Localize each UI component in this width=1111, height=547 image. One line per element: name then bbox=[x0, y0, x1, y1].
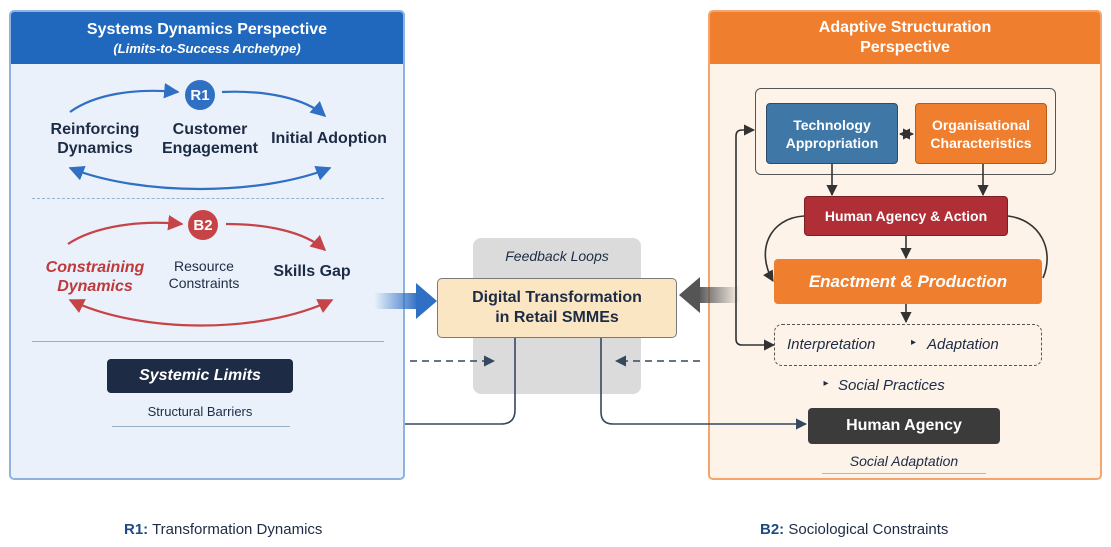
customer-engagement-label: Customer Engagement bbox=[150, 120, 270, 158]
digital-transformation-box: Digital Transformation in Retail SMMEs bbox=[437, 278, 677, 338]
structural-barriers-underline bbox=[112, 426, 290, 427]
social-practices-label: Social Practices bbox=[838, 377, 945, 394]
constraining-label-line-1: Constraining bbox=[45, 259, 145, 276]
left-input-arrow-shaft bbox=[374, 293, 418, 309]
social-adaptation-caption: Social Adaptation bbox=[849, 453, 959, 469]
adaptive-structuration-header bbox=[710, 12, 1100, 64]
b2-footer-legend: B2: Sociological Constraints bbox=[760, 521, 948, 538]
resource-constraints-line-2: Constraints bbox=[168, 275, 240, 291]
technology-appropriation-line-1: Technology bbox=[793, 116, 871, 133]
digital-transformation-line-1: Digital Transformation bbox=[472, 289, 642, 306]
social-practices-bullet-icon: ▸ bbox=[823, 378, 829, 389]
b2-footer-key: B2: bbox=[760, 521, 785, 538]
skills-gap-label: Skills Gap bbox=[273, 263, 351, 280]
systems-dynamics-header bbox=[11, 12, 403, 64]
r1-footer-legend: R1: Transformation Dynamics bbox=[124, 521, 322, 538]
organisational-characteristics-line-2: Characteristics bbox=[930, 134, 1032, 151]
constraining-dynamics-label: Constraining Dynamics bbox=[30, 258, 160, 296]
systems-dynamics-subtitle: (Limits-to-Success Archetype) bbox=[113, 41, 301, 56]
r1-footer-text: Transformation Dynamics bbox=[152, 521, 323, 538]
agency-enactment-left-loop bbox=[763, 215, 805, 282]
customer-engagement-line-2: Engagement bbox=[161, 140, 258, 157]
reinforcing-label-line-1: Reinforcing bbox=[50, 121, 140, 138]
social-adaptation-underline bbox=[822, 473, 986, 474]
right-input-arrow-shaft bbox=[698, 287, 740, 303]
loop-separator bbox=[32, 198, 384, 199]
limits-separator bbox=[32, 341, 384, 342]
adaptation-bullet-icon: ▸ bbox=[911, 337, 917, 348]
b2-arrow-bottom bbox=[68, 299, 334, 327]
initial-adoption-label: Initial Adoption bbox=[271, 130, 387, 147]
resource-constraints-label: Resource Constraints bbox=[148, 258, 260, 292]
human-agency-box: Human Agency bbox=[808, 408, 1000, 444]
technology-appropriation-box: Technology Appropriation bbox=[766, 103, 898, 164]
b2-arrow-top-left bbox=[67, 215, 184, 245]
b2-arrow-top-right bbox=[225, 222, 327, 252]
b2-badge: B2 bbox=[188, 210, 218, 240]
r1-footer-key: R1: bbox=[124, 521, 149, 538]
resource-constraints-line-1: Resource bbox=[174, 258, 234, 274]
right-input-arrow-head bbox=[679, 277, 700, 313]
human-agency-action-box: Human Agency & Action bbox=[804, 196, 1008, 236]
center-to-left-panel-line bbox=[405, 338, 516, 425]
interpretation-label: Interpretation bbox=[787, 336, 876, 353]
r1-arrow-top-right bbox=[221, 90, 327, 118]
interpretation-adaptation-box: Interpretation ▸ Adaptation bbox=[774, 324, 1042, 366]
adaptive-structuration-title: Adaptive Structuration Perspective bbox=[710, 18, 1100, 58]
adaptive-title-line-1: Adaptive Structuration bbox=[818, 19, 992, 36]
structural-barriers-caption: Structural Barriers bbox=[147, 404, 253, 419]
r1-badge: R1 bbox=[185, 80, 215, 110]
reinforcing-dynamics-label: Reinforcing Dynamics bbox=[30, 120, 160, 158]
r1-arrow-top-left bbox=[69, 83, 180, 113]
adaptive-title-line-2: Perspective bbox=[860, 39, 950, 56]
technology-appropriation-line-2: Appropriation bbox=[785, 134, 879, 151]
systemic-limits-label: Systemic Limits bbox=[107, 359, 293, 393]
adaptation-label: Adaptation bbox=[927, 336, 999, 353]
systems-dynamics-title: Systems Dynamics Perspective bbox=[86, 21, 328, 38]
organisational-characteristics-line-1: Organisational bbox=[931, 116, 1030, 133]
enactment-production-box: Enactment & Production bbox=[774, 259, 1042, 304]
interpretation-feedback-loop bbox=[735, 124, 776, 351]
constraining-label-line-2: Dynamics bbox=[57, 278, 133, 295]
center-to-human-agency-line bbox=[600, 338, 808, 430]
digital-transformation-line-2: in Retail SMMEs bbox=[495, 309, 619, 326]
agency-enactment-right-loop bbox=[1007, 215, 1048, 279]
organisational-characteristics-box: Organisational Characteristics bbox=[915, 103, 1047, 164]
left-input-arrow-head bbox=[416, 283, 437, 319]
customer-engagement-line-1: Customer bbox=[172, 121, 248, 138]
reinforcing-label-line-2: Dynamics bbox=[57, 140, 133, 157]
feedback-loops-label: Feedback Loops bbox=[505, 248, 609, 264]
b2-footer-text: Sociological Constraints bbox=[788, 521, 949, 538]
r1-arrow-bottom bbox=[68, 165, 332, 191]
